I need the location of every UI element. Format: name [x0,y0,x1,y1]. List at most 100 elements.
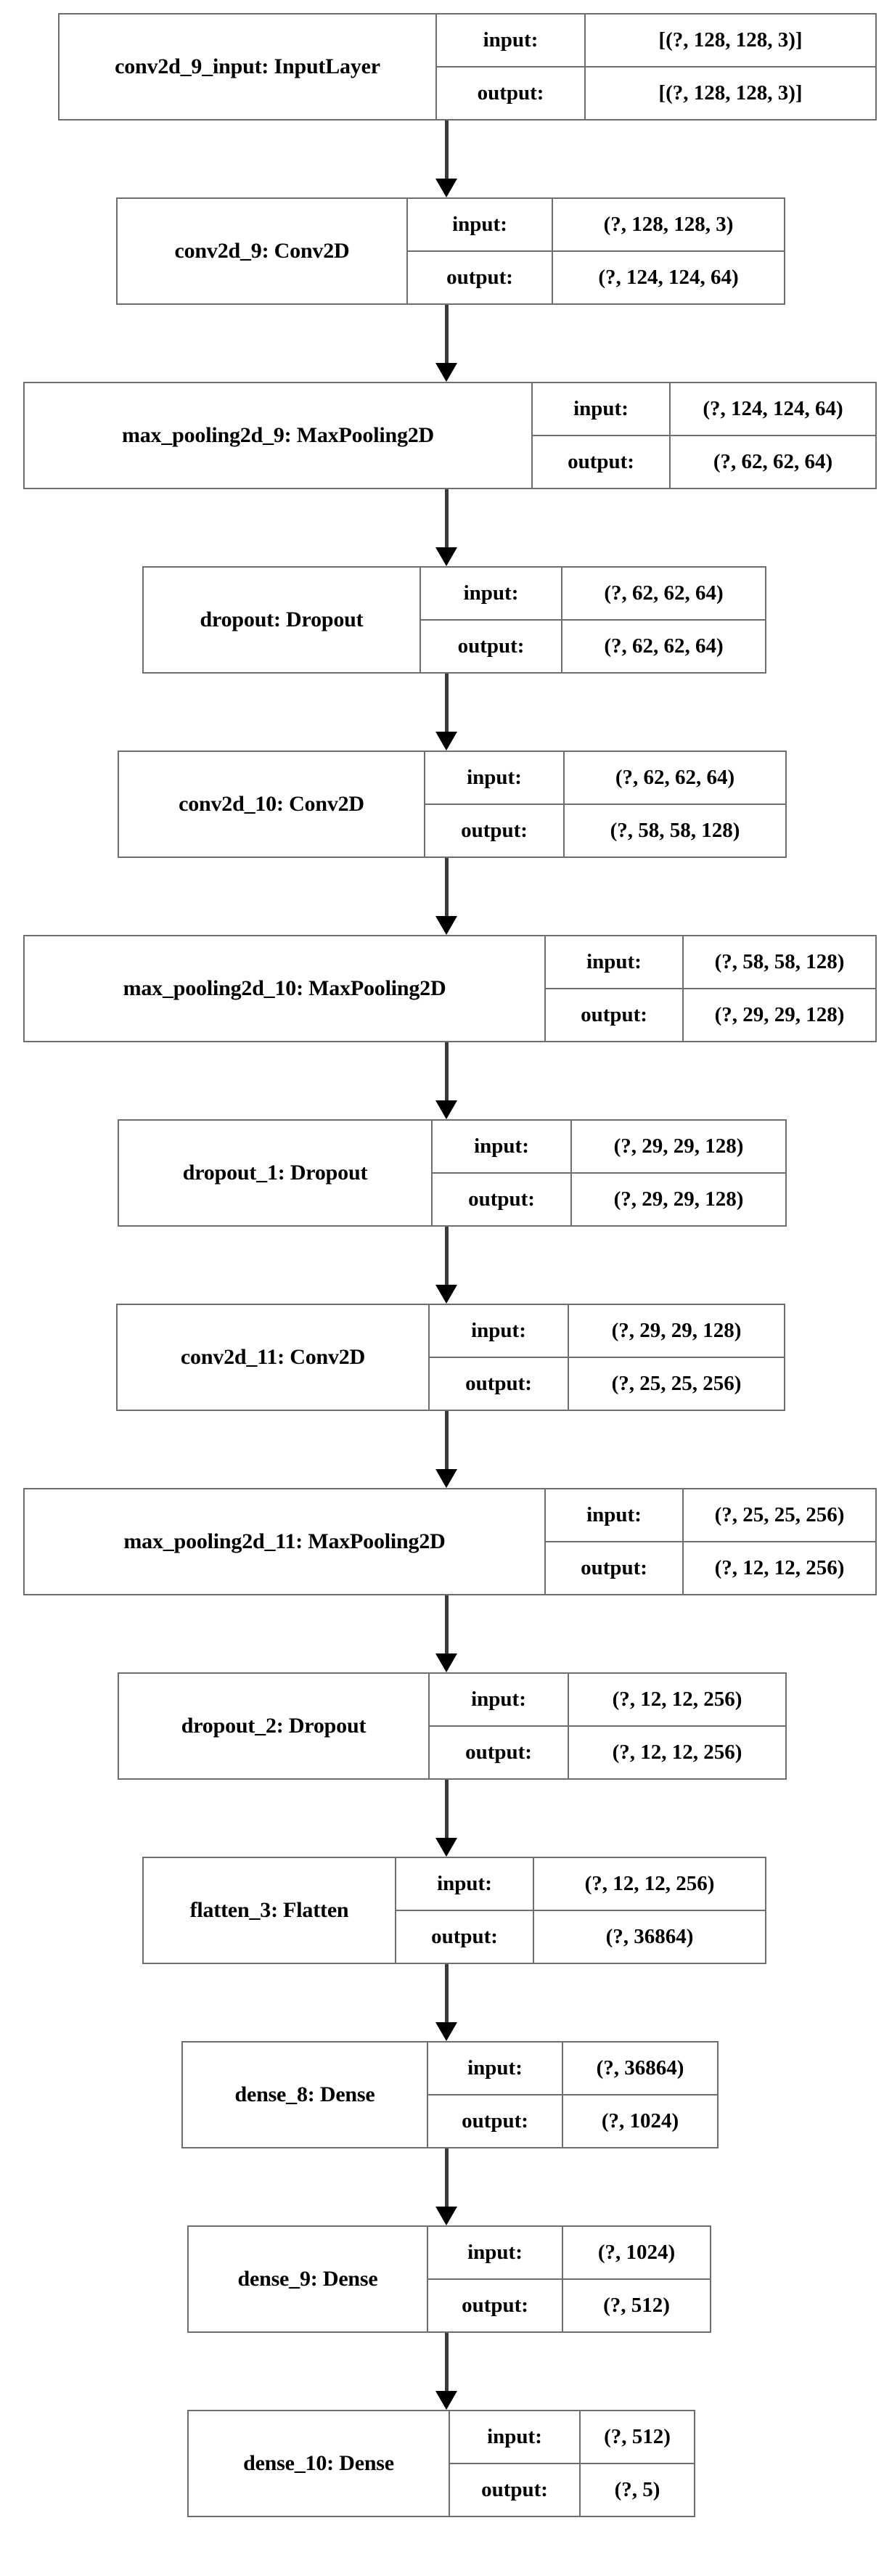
output-shape-value: (?, 62, 62, 64) [604,634,724,658]
output-label: output: [546,989,684,1041]
layer-io-table-dropout_1: input: (?, 29, 29, 128) output: (?, 29, 29,… [433,1121,785,1225]
layer-name-dense_9: dense_9: Dense [189,2227,428,2331]
edge-dropout-to-conv2d_10 [445,674,449,732]
layer-input-row-dense_8: input:(?, 36864) [428,2043,717,2095]
layer-io-table-max_pooling2d_9: input:(?, 124, 124, 64)output:(?, 62, 62… [533,383,875,488]
layer-output-row-conv2d_11: output:(?, 25, 25, 256) [430,1358,784,1410]
layer-name-conv2d_9_input: conv2d_9_input: InputLayer [60,15,437,119]
input-label: input: [421,568,562,619]
input-label: input: [533,383,671,435]
layer-name-dense_8: dense_8: Dense [183,2043,428,2147]
output-shape-value: (?, 124, 124, 64) [598,266,739,289]
output-shape-value: (?, 29, 29, 128) [613,1187,744,1211]
layer-input-row-conv2d_9_input: input: [(?, 128, 128, 3)] [437,15,875,68]
input-shape-value: (?, 29, 29, 128) [611,1319,742,1342]
output-label: output: [428,2280,563,2331]
arrowhead-icon-conv2d_10 [435,732,457,751]
layer-name-flatten_3: flatten_3: Flatten [144,1858,396,1963]
layer-output-row-max_pooling2d_10: output:(?, 29, 29, 128) [546,989,875,1041]
output-label: output: [546,1542,684,1594]
edge-dropout_2-to-flatten_3 [445,1780,449,1838]
input-shape-value: (?, 512) [604,2425,671,2448]
layer-name-dropout_1: dropout_1: Dropout [119,1121,433,1225]
output-label: output: [430,1358,569,1410]
arrowhead-icon-max_pooling2d_10 [435,916,457,935]
layer-output-row-max_pooling2d_11: output:(?, 12, 12, 256) [546,1542,875,1594]
layer-input-row-conv2d_10: input:(?, 62, 62, 64) [425,752,785,805]
layer-output-row-conv2d_9_input: output:[(?, 128, 128, 3)] [437,68,875,119]
layer-output-row-conv2d_9: output: (?, 124, 124, 64) [408,252,784,303]
layer-io-table-dense_10: input: (?, 512) output:(?, 5) [450,2411,694,2516]
layer-name-dropout_2: dropout_2: Dropout [119,1674,430,1778]
input-shape-value: (?, 29, 29, 128) [613,1134,744,1158]
layer-input-row-max_pooling2d_11: input:(?, 25, 25, 256) [546,1489,875,1542]
layer-io-table-flatten_3: input:(?, 12, 12, 256)output:(?, 36864) [396,1858,765,1963]
edge-conv2d_9-to-max_pooling2d_9 [445,305,449,363]
arrowhead-icon-dropout [435,547,457,566]
input-shape-value: (?, 12, 12, 256) [584,1872,715,1895]
input-label: input: [450,2411,581,2463]
output-shape-value: (?, 58, 58, 128) [610,819,740,842]
arrowhead-icon-conv2d_11 [435,1285,457,1304]
input-shape-value: (?, 25, 25, 256) [714,1503,845,1526]
input-label: input: [430,1674,569,1725]
output-label: output: [533,436,671,488]
input-shape-value: (?, 58, 58, 128) [714,950,845,973]
layer-output-row-dropout_2: output:(?, 12, 12, 256) [430,1727,785,1778]
layer-output-row-max_pooling2d_9: output:(?, 62, 62, 64) [533,436,875,488]
input-label: input: [428,2227,563,2278]
layer-input-row-conv2d_9: input: (?, 128, 128, 3) [408,199,784,252]
input-label: input: [433,1121,572,1172]
input-label: input: [546,936,684,988]
layer-io-table-max_pooling2d_11: input:(?, 25, 25, 256)output:(?, 12, 12,… [546,1489,875,1594]
input-label: input: [428,2043,563,2094]
output-label: output: [408,252,553,303]
arrowhead-icon-max_pooling2d_9 [435,363,457,382]
output-shape-value: [(?, 128, 128, 3)] [658,81,803,105]
layer-output-row-dense_10: output:(?, 5) [450,2464,694,2516]
output-label: output: [421,621,562,672]
layer-output-row-flatten_3: output:(?, 36864) [396,1911,765,1963]
layer-output-row-dropout_1: output: (?, 29, 29, 128) [433,1174,785,1225]
input-shape-value: (?, 128, 128, 3) [603,213,734,236]
layer-name-max_pooling2d_9: max_pooling2d_9: MaxPooling2D [25,383,533,488]
layer-input-row-dropout_2: input:(?, 12, 12, 256) [430,1674,785,1727]
output-label: output: [450,2464,581,2516]
layer-name-conv2d_11: conv2d_11: Conv2D [118,1305,430,1410]
layer-input-row-conv2d_11: input:(?, 29, 29, 128) [430,1305,784,1358]
layer-input-row-dropout: input:(?, 62, 62, 64) [421,568,765,621]
edge-dense_8-to-dense_9 [445,2148,449,2207]
arrowhead-icon-dense_8 [435,2022,457,2041]
input-shape-value: [(?, 128, 128, 3)] [658,28,803,52]
input-label: input: [437,15,586,66]
layer-io-table-conv2d_10: input:(?, 62, 62, 64)output: (?, 58, 58, … [425,752,785,856]
edge-dense_9-to-dense_10 [445,2333,449,2391]
layer-output-row-conv2d_10: output: (?, 58, 58, 128) [425,805,785,856]
output-label: output: [396,1911,534,1963]
edge-max_pooling2d_10-to-dropout_1 [445,1042,449,1100]
layer-io-table-conv2d_9: input: (?, 128, 128, 3) output: (?, 124, 12… [408,199,784,303]
layer-name-max_pooling2d_10: max_pooling2d_10: MaxPooling2D [25,936,546,1041]
output-shape-value: (?, 512) [603,2294,670,2317]
layer-name-max_pooling2d_11: max_pooling2d_11: MaxPooling2D [25,1489,546,1594]
input-label: input: [408,199,553,250]
arrowhead-icon-dropout_1 [435,1100,457,1119]
edge-conv2d_10-to-max_pooling2d_10 [445,858,449,916]
edge-max_pooling2d_9-to-dropout [445,489,449,547]
output-label: output: [433,1174,572,1225]
output-label: output: [425,805,565,856]
